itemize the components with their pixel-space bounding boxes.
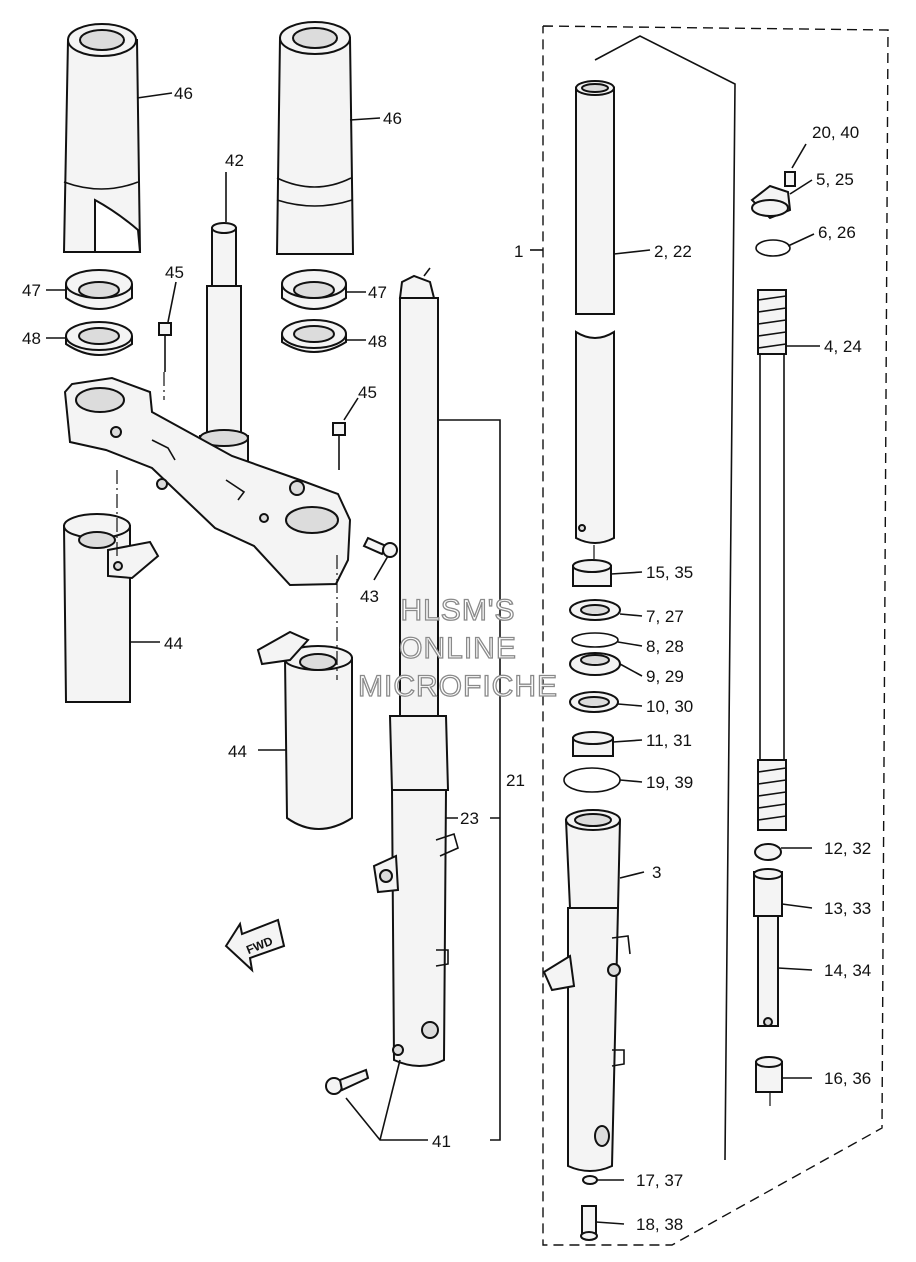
bolt-43 <box>362 536 398 558</box>
lower-cover-left <box>62 513 160 703</box>
callout-48-right: 48 <box>368 332 387 351</box>
damper-rod <box>757 915 779 1027</box>
callout-2-22: 2, 22 <box>654 242 692 261</box>
callout-11-31: 11, 31 <box>646 731 692 750</box>
watermark-line-3: MICROFICHE <box>358 670 558 703</box>
callout-12-32: 12, 32 <box>824 839 871 858</box>
slide-bushing-15 <box>572 559 612 587</box>
callout-44-left: 44 <box>164 634 183 653</box>
rebound-spring-13 <box>753 868 783 917</box>
callout-13-33: 13, 33 <box>824 899 871 918</box>
ring-12 <box>754 843 782 861</box>
forward-arrow-icon <box>224 918 286 973</box>
cap-bolt <box>750 171 796 220</box>
clamp-bolt-right <box>332 422 346 470</box>
assembly-bracket-top <box>594 35 736 1161</box>
oil-lock-piece-16 <box>755 1056 783 1093</box>
callout-7-27: 7, 27 <box>646 607 684 626</box>
inner-tube <box>575 80 615 544</box>
leader-lines <box>46 92 820 1225</box>
fork-assembly-center <box>372 267 459 1067</box>
o-ring-6 <box>755 239 791 257</box>
washer-left <box>65 321 133 356</box>
bushing-11 <box>572 731 614 757</box>
leader-41-bolt <box>345 1097 428 1141</box>
clamp-bolt-left <box>158 322 172 372</box>
watermark-line-1: HLSM'S <box>400 594 515 627</box>
fork-cover-left <box>62 23 142 253</box>
callout-6-26: 6, 26 <box>818 223 856 242</box>
callout-41: 41 <box>432 1132 451 1151</box>
steering-stem <box>199 222 249 475</box>
bearing-ring-right <box>281 269 347 310</box>
under-bracket <box>63 376 352 587</box>
callout-23: 23 <box>460 809 479 828</box>
callout-45-right: 45 <box>358 383 377 402</box>
oil-seal-9 <box>569 652 621 676</box>
outer-tube <box>542 809 631 1172</box>
bolt-18 <box>580 1205 598 1241</box>
callout-43: 43 <box>360 587 379 606</box>
callout-10-30: 10, 30 <box>646 697 693 716</box>
fork-spring <box>757 289 787 831</box>
washer-10 <box>569 691 619 713</box>
callout-1: 1 <box>514 242 523 261</box>
callout-48-left: 48 <box>22 329 41 348</box>
callout-18-38: 18, 38 <box>636 1215 683 1234</box>
callout-labels: 46 46 42 47 48 47 48 45 45 43 44 44 1 2,… <box>22 84 871 1234</box>
callout-42: 42 <box>225 151 244 170</box>
callout-19-39: 19, 39 <box>646 773 693 792</box>
callout-3: 3 <box>652 863 661 882</box>
washer-17 <box>582 1175 598 1185</box>
bearing-ring-left <box>65 269 133 310</box>
callout-47-right: 47 <box>368 283 387 302</box>
callout-15-35: 15, 35 <box>646 563 693 582</box>
lower-cover-right <box>256 630 353 830</box>
callout-14-34: 14, 34 <box>824 961 871 980</box>
callout-8-28: 8, 28 <box>646 637 684 656</box>
callout-46-right: 46 <box>383 109 402 128</box>
callout-45-left: 45 <box>165 263 184 282</box>
callout-44-right: 44 <box>228 742 247 761</box>
circlip-19 <box>563 767 621 793</box>
callout-46-left: 46 <box>174 84 193 103</box>
callout-17-37: 17, 37 <box>636 1171 683 1190</box>
callout-9-29: 9, 29 <box>646 667 684 686</box>
washer-right <box>281 319 347 353</box>
leader-41-fork <box>379 1059 401 1141</box>
watermark: HLSM'S ONLINE MICROFICHE <box>357 593 558 703</box>
callout-20-40: 20, 40 <box>812 123 859 142</box>
callout-4-24: 4, 24 <box>824 337 862 356</box>
axle-pinch-bolt <box>325 1068 370 1095</box>
callout-21: 21 <box>506 771 525 790</box>
watermark-line-2: ONLINE <box>399 632 517 665</box>
fork-cover-right <box>275 21 355 255</box>
callout-47-left: 47 <box>22 281 41 300</box>
dust-seal-7 <box>569 599 621 621</box>
callout-16-36: 16, 36 <box>824 1069 871 1088</box>
callout-5-25: 5, 25 <box>816 170 854 189</box>
clip-8 <box>571 632 619 648</box>
